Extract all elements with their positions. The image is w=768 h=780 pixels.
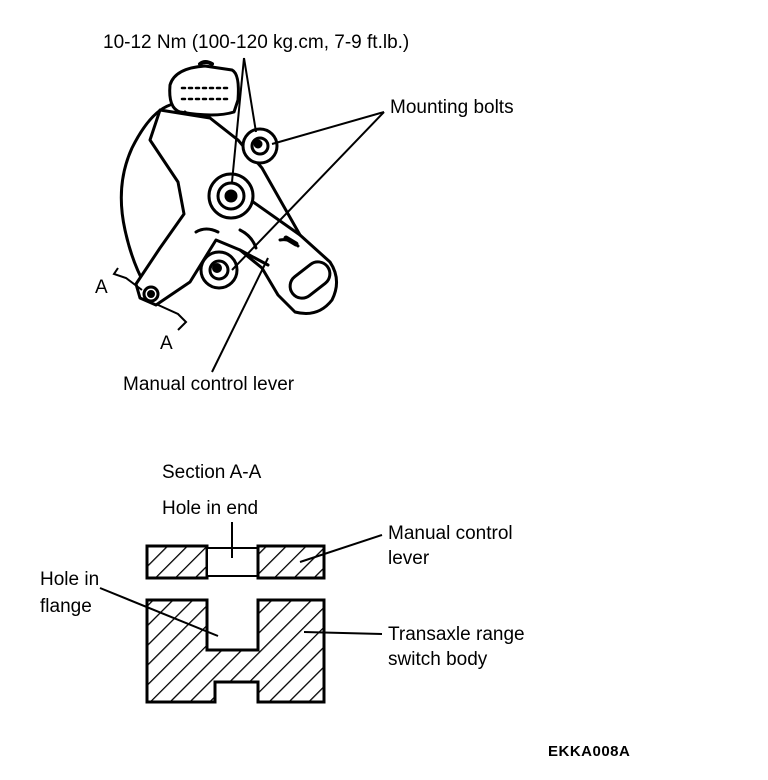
switch-body-label-line2: switch body xyxy=(388,649,488,670)
figure-reference-code: EKKA008A xyxy=(548,743,631,760)
mounting-bolt-lower xyxy=(199,250,239,290)
connector-plug xyxy=(168,60,240,117)
section-lever-right xyxy=(256,544,326,580)
switch-body-label-line1: Transaxle range xyxy=(388,624,525,645)
section-point-bolt xyxy=(142,285,160,303)
section-lever-label-line1: Manual control xyxy=(388,523,513,544)
wire xyxy=(119,103,172,287)
section-lever-label-line2: lever xyxy=(388,548,430,569)
section-lever-left xyxy=(145,544,209,580)
section-title: Section A-A xyxy=(162,462,262,483)
section-marker-a-bottom: A xyxy=(160,333,173,354)
manual-control-lever-label: Manual control lever xyxy=(123,374,295,395)
mounting-bolt-upper xyxy=(241,127,279,165)
hole-in-end-label: Hole in end xyxy=(162,498,259,519)
section-flange-hole xyxy=(207,600,258,650)
section-aa-drawing xyxy=(145,544,326,704)
lever-slot xyxy=(288,260,332,300)
section-marker-a-left: A xyxy=(95,277,108,298)
leader-lines-section xyxy=(99,522,383,637)
switch-assembly xyxy=(119,60,338,315)
center-shaft-nut xyxy=(207,172,255,220)
leader-lines-top xyxy=(112,57,385,373)
hole-in-flange-label-line1: Hole in xyxy=(40,569,100,590)
hole-in-flange-label-line2: flange xyxy=(40,596,92,617)
mounting-bolts-label: Mounting bolts xyxy=(390,97,514,118)
torque-spec-label: 10-12 Nm (100-120 kg.cm, 7-9 ft.lb.) xyxy=(103,32,410,53)
